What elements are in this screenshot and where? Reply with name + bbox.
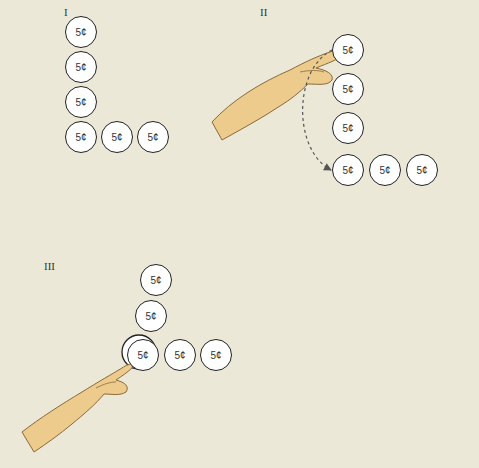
coin-value: 5¢	[137, 350, 148, 361]
coin-value: 5¢	[145, 311, 156, 322]
coin-value: 5¢	[342, 165, 353, 176]
coin: 5¢	[65, 86, 97, 118]
coin-value: 5¢	[75, 27, 86, 38]
coin: 5¢	[332, 73, 364, 105]
coin-value: 5¢	[147, 132, 158, 143]
move-arrow	[303, 50, 332, 170]
coin: 5¢	[65, 16, 97, 48]
coin-value: 5¢	[111, 132, 122, 143]
coin-value: 5¢	[342, 123, 353, 134]
coin-value: 5¢	[210, 350, 221, 361]
coin: 5¢	[164, 339, 196, 371]
coin-value: 5¢	[342, 84, 353, 95]
coin-value: 5¢	[342, 45, 353, 56]
coin: 5¢	[332, 154, 364, 186]
coin-value: 5¢	[150, 275, 161, 286]
coin-value: 5¢	[174, 350, 185, 361]
finger-line	[96, 382, 116, 388]
coin-value: 5¢	[379, 165, 390, 176]
coin: 5¢	[332, 112, 364, 144]
hand-shape	[22, 364, 132, 452]
finger-line	[300, 71, 324, 73]
panel-number: I	[64, 6, 68, 18]
coin: 5¢	[200, 339, 232, 371]
coin-value: 5¢	[75, 97, 86, 108]
coin-value: 5¢	[416, 165, 427, 176]
coin: 5¢	[137, 121, 169, 153]
coin: 5¢	[65, 51, 97, 83]
coin: 5¢	[135, 300, 167, 332]
coin: 5¢	[101, 121, 133, 153]
panel-number: III	[44, 260, 55, 272]
coin: 5¢	[65, 121, 97, 153]
hand-shape	[212, 50, 342, 140]
coin-value: 5¢	[75, 132, 86, 143]
coin: 5¢	[406, 154, 438, 186]
coin: 5¢	[369, 154, 401, 186]
coin: 5¢	[127, 339, 159, 371]
coin: 5¢	[140, 264, 172, 296]
coin: 5¢	[332, 34, 364, 66]
coin-value: 5¢	[75, 62, 86, 73]
panel-number: II	[260, 6, 267, 18]
